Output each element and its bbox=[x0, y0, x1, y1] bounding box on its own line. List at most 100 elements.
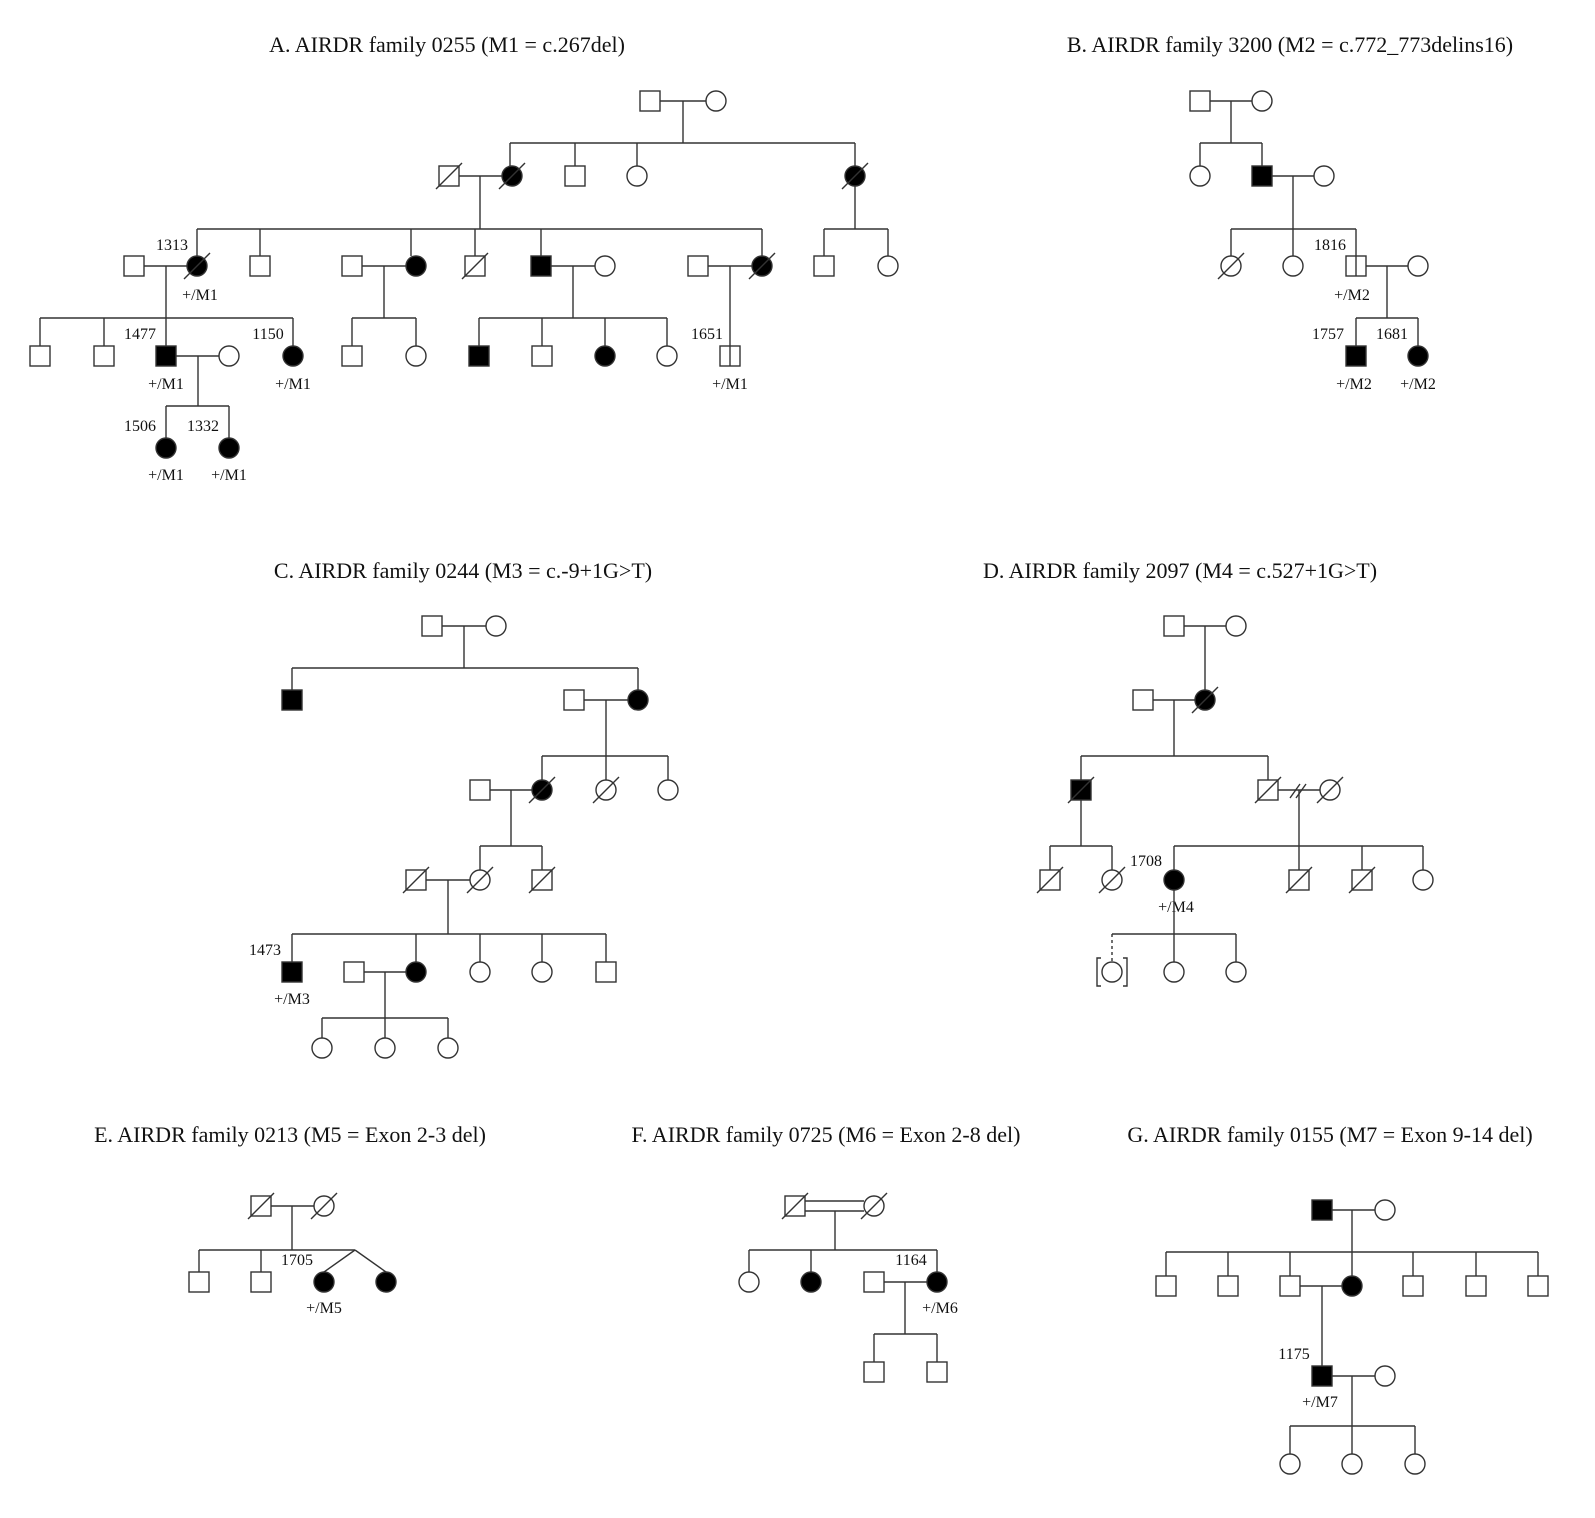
unaffected-male-symbol bbox=[863, 1361, 885, 1383]
affected-female-symbol bbox=[1163, 869, 1185, 891]
affected-female-symbol bbox=[375, 1271, 397, 1293]
subject-id-label: 1473 bbox=[249, 942, 281, 959]
subject-id-label: 1164 bbox=[895, 1252, 926, 1269]
genotype-label: +/M2 bbox=[1334, 287, 1370, 304]
unaffected-female-symbol bbox=[1189, 165, 1211, 187]
unaffected-female-symbol bbox=[374, 1037, 396, 1059]
unaffected-female-symbol bbox=[594, 255, 616, 277]
unaffected-male-symbol bbox=[531, 345, 553, 367]
unaffected-male-symbol bbox=[29, 345, 51, 367]
unaffected-male-symbol bbox=[1189, 90, 1211, 112]
affected-male-symbol bbox=[281, 961, 303, 983]
deceased-slash bbox=[1067, 776, 1095, 804]
deceased-slash bbox=[1036, 866, 1064, 894]
deceased-slash bbox=[781, 1192, 809, 1220]
unaffected-male-symbol bbox=[188, 1271, 210, 1293]
affected-female-symbol bbox=[405, 961, 427, 983]
separation-mark bbox=[1295, 783, 1307, 799]
affected-male-symbol bbox=[468, 345, 490, 367]
deceased-slash bbox=[841, 162, 869, 190]
panel-title: C. AIRDR family 0244 (M3 = c.-9+1G>T) bbox=[274, 558, 652, 583]
unaffected-male-symbol bbox=[1527, 1275, 1549, 1297]
genotype-label: +/M2 bbox=[1336, 376, 1372, 393]
deceased-slash bbox=[310, 1192, 338, 1220]
unaffected-male-symbol bbox=[469, 779, 491, 801]
unaffected-female-symbol bbox=[1282, 255, 1304, 277]
bracket-left bbox=[1096, 957, 1101, 987]
unaffected-male-symbol bbox=[926, 1361, 948, 1383]
unaffected-female-symbol bbox=[705, 90, 727, 112]
deceased-slash bbox=[1316, 776, 1344, 804]
affected-male-symbol bbox=[1345, 345, 1367, 367]
subject-id-label: 1705 bbox=[281, 1252, 313, 1269]
affected-female-symbol bbox=[218, 437, 240, 459]
unaffected-female-symbol bbox=[1404, 1453, 1426, 1475]
affected-female-symbol bbox=[282, 345, 304, 367]
deceased-slash bbox=[1348, 866, 1376, 894]
unaffected-female-symbol bbox=[531, 961, 553, 983]
unaffected-female-symbol bbox=[1101, 961, 1123, 983]
subject-id-label: 1506 bbox=[124, 418, 156, 435]
unaffected-female-symbol bbox=[1313, 165, 1335, 187]
unaffected-female-symbol bbox=[485, 615, 507, 637]
deceased-slash bbox=[247, 1192, 275, 1220]
subject-id-label: 1150 bbox=[252, 326, 283, 343]
unaffected-male-symbol bbox=[813, 255, 835, 277]
panel-title: B. AIRDR family 3200 (M2 = c.772_773deli… bbox=[1067, 32, 1513, 57]
deceased-slash bbox=[1217, 252, 1245, 280]
bracket-right bbox=[1123, 957, 1128, 987]
separation-mark bbox=[1289, 783, 1301, 799]
deceased-slash bbox=[528, 776, 556, 804]
unaffected-male-symbol bbox=[1402, 1275, 1424, 1297]
deceased-slash bbox=[748, 252, 776, 280]
genotype-label: +/M1 bbox=[211, 467, 247, 484]
unaffected-female-symbol bbox=[437, 1037, 459, 1059]
subject-id-label: 1175 bbox=[1278, 1346, 1309, 1363]
affected-male-symbol bbox=[281, 689, 303, 711]
unaffected-female-symbol bbox=[1251, 90, 1273, 112]
affected-female-symbol bbox=[627, 689, 649, 711]
genotype-label: +/M1 bbox=[148, 376, 184, 393]
unaffected-male-symbol bbox=[595, 961, 617, 983]
unaffected-male-symbol bbox=[123, 255, 145, 277]
genotype-label: +/M2 bbox=[1400, 376, 1436, 393]
subject-id-label: 1651 bbox=[691, 326, 723, 343]
unaffected-female-symbol bbox=[1279, 1453, 1301, 1475]
deceased-slash bbox=[1285, 866, 1313, 894]
affected-female-symbol bbox=[155, 437, 177, 459]
unaffected-female-symbol bbox=[1225, 961, 1247, 983]
genotype-label: +/M5 bbox=[306, 1300, 342, 1317]
unaffected-male-symbol bbox=[639, 90, 661, 112]
unaffected-male-symbol bbox=[687, 255, 709, 277]
unaffected-male-symbol bbox=[249, 255, 271, 277]
affected-male-symbol bbox=[155, 345, 177, 367]
panel-title: A. AIRDR family 0255 (M1 = c.267del) bbox=[269, 32, 625, 57]
deceased-slash bbox=[528, 866, 556, 894]
unaffected-female-symbol bbox=[311, 1037, 333, 1059]
affected-male-symbol bbox=[530, 255, 552, 277]
deceased-slash bbox=[1098, 866, 1126, 894]
deceased-slash bbox=[402, 866, 430, 894]
genotype-label: +/M3 bbox=[274, 991, 310, 1008]
genotype-label: +/M1 bbox=[712, 376, 748, 393]
unaffected-male-symbol bbox=[1465, 1275, 1487, 1297]
subject-id-label: 1681 bbox=[1376, 326, 1408, 343]
panel-title: G. AIRDR family 0155 (M7 = Exon 9-14 del… bbox=[1127, 1122, 1532, 1147]
deceased-slash bbox=[498, 162, 526, 190]
panel-title: D. AIRDR family 2097 (M4 = c.527+1G>T) bbox=[983, 558, 1377, 583]
panel-title: F. AIRDR family 0725 (M6 = Exon 2-8 del) bbox=[632, 1122, 1021, 1147]
unaffected-female-symbol bbox=[405, 345, 427, 367]
genotype-label: +/M4 bbox=[1158, 899, 1194, 916]
unaffected-male-symbol bbox=[564, 165, 586, 187]
deceased-slash bbox=[183, 252, 211, 280]
unaffected-male-symbol bbox=[1155, 1275, 1177, 1297]
subject-id-label: 1332 bbox=[187, 418, 219, 435]
unaffected-male-symbol bbox=[1163, 615, 1185, 637]
unaffected-male-symbol bbox=[1279, 1275, 1301, 1297]
unaffected-female-symbol bbox=[656, 345, 678, 367]
unaffected-female-symbol bbox=[1374, 1199, 1396, 1221]
affected-female-symbol bbox=[800, 1271, 822, 1293]
unaffected-female-symbol bbox=[877, 255, 899, 277]
unaffected-female-symbol bbox=[218, 345, 240, 367]
line-connector bbox=[354, 1249, 387, 1273]
